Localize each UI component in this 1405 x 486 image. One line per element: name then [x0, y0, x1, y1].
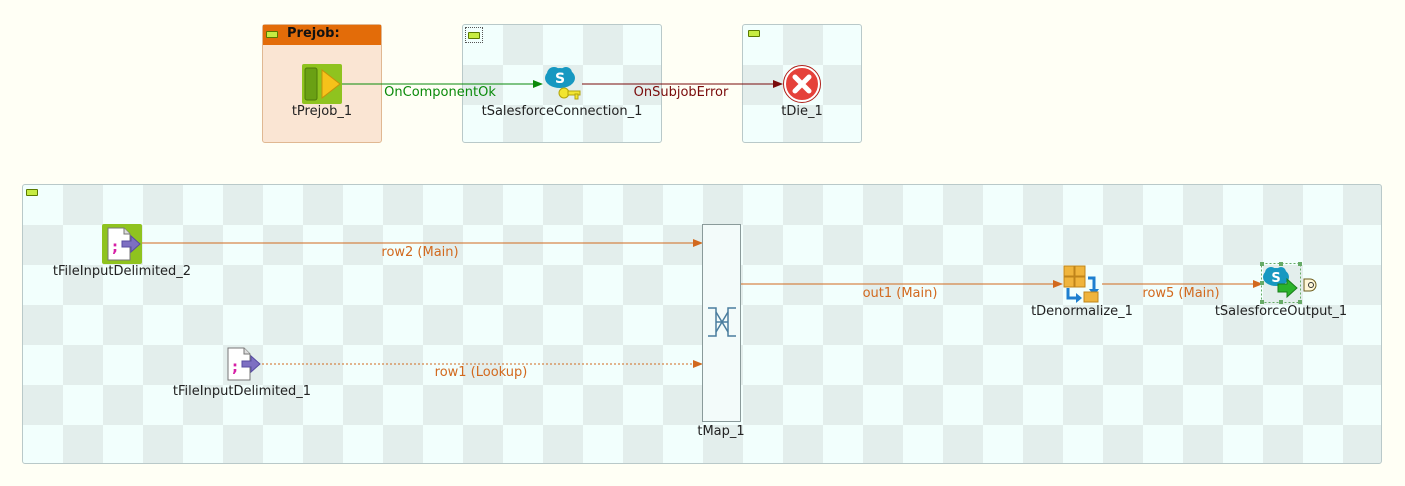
map-icon[interactable] [702, 224, 741, 422]
component-label-tdenormalize[interactable]: tDenormalize_1 [1031, 304, 1133, 319]
die-icon[interactable] [782, 64, 822, 104]
link-label-out1[interactable]: out1 (Main) [862, 286, 938, 301]
collapse-toggle-icon[interactable] [266, 31, 278, 38]
salesforce-connection-icon[interactable]: S [542, 64, 582, 104]
link-label-row2[interactable]: row2 (Main) [381, 245, 459, 260]
component-label-tprejob[interactable]: tPrejob_1 [291, 104, 353, 119]
collapse-toggle-icon[interactable] [465, 27, 483, 43]
prejob-title: Prejob: [287, 26, 340, 41]
component-label-tfileinputdelimited-1[interactable]: tFileInputDelimited_1 [172, 384, 312, 399]
component-label-tmap[interactable]: tMap_1 [697, 424, 745, 439]
salesforce-output-icon[interactable]: S [1260, 262, 1304, 306]
file-input-icon[interactable]: ; [222, 344, 262, 384]
collapse-toggle-icon[interactable] [26, 189, 38, 196]
link-label-row5[interactable]: row5 (Main) [1142, 286, 1220, 301]
link-label-on-component-ok[interactable]: OnComponentOk [384, 85, 496, 100]
prejob-header: Prejob: [263, 25, 381, 45]
component-label-tfileinputdelimited-2[interactable]: tFileInputDelimited_2 [52, 264, 192, 279]
svg-text:;: ; [112, 238, 118, 256]
svg-text:S: S [1271, 271, 1280, 286]
svg-text:S: S [555, 71, 565, 87]
component-label-tsalesforce-connection[interactable]: tSalesforceConnection_1 [481, 104, 643, 119]
link-label-row1[interactable]: row1 (Lookup) [434, 365, 528, 380]
collapse-toggle-icon[interactable] [748, 30, 760, 37]
denormalize-icon[interactable] [1062, 264, 1102, 304]
prejob-icon[interactable] [302, 64, 342, 104]
svg-text:;: ; [232, 358, 238, 376]
output-connector-icon[interactable] [1303, 277, 1317, 292]
collapse-toggle-icon[interactable] [468, 32, 480, 39]
component-label-tdie[interactable]: tDie_1 [781, 104, 823, 119]
component-label-tsalesforce-output[interactable]: tSalesforceOutput_1 [1214, 304, 1348, 319]
link-label-on-subjob-error[interactable]: OnSubjobError [633, 85, 729, 100]
file-input-icon[interactable]: ; [102, 224, 142, 264]
